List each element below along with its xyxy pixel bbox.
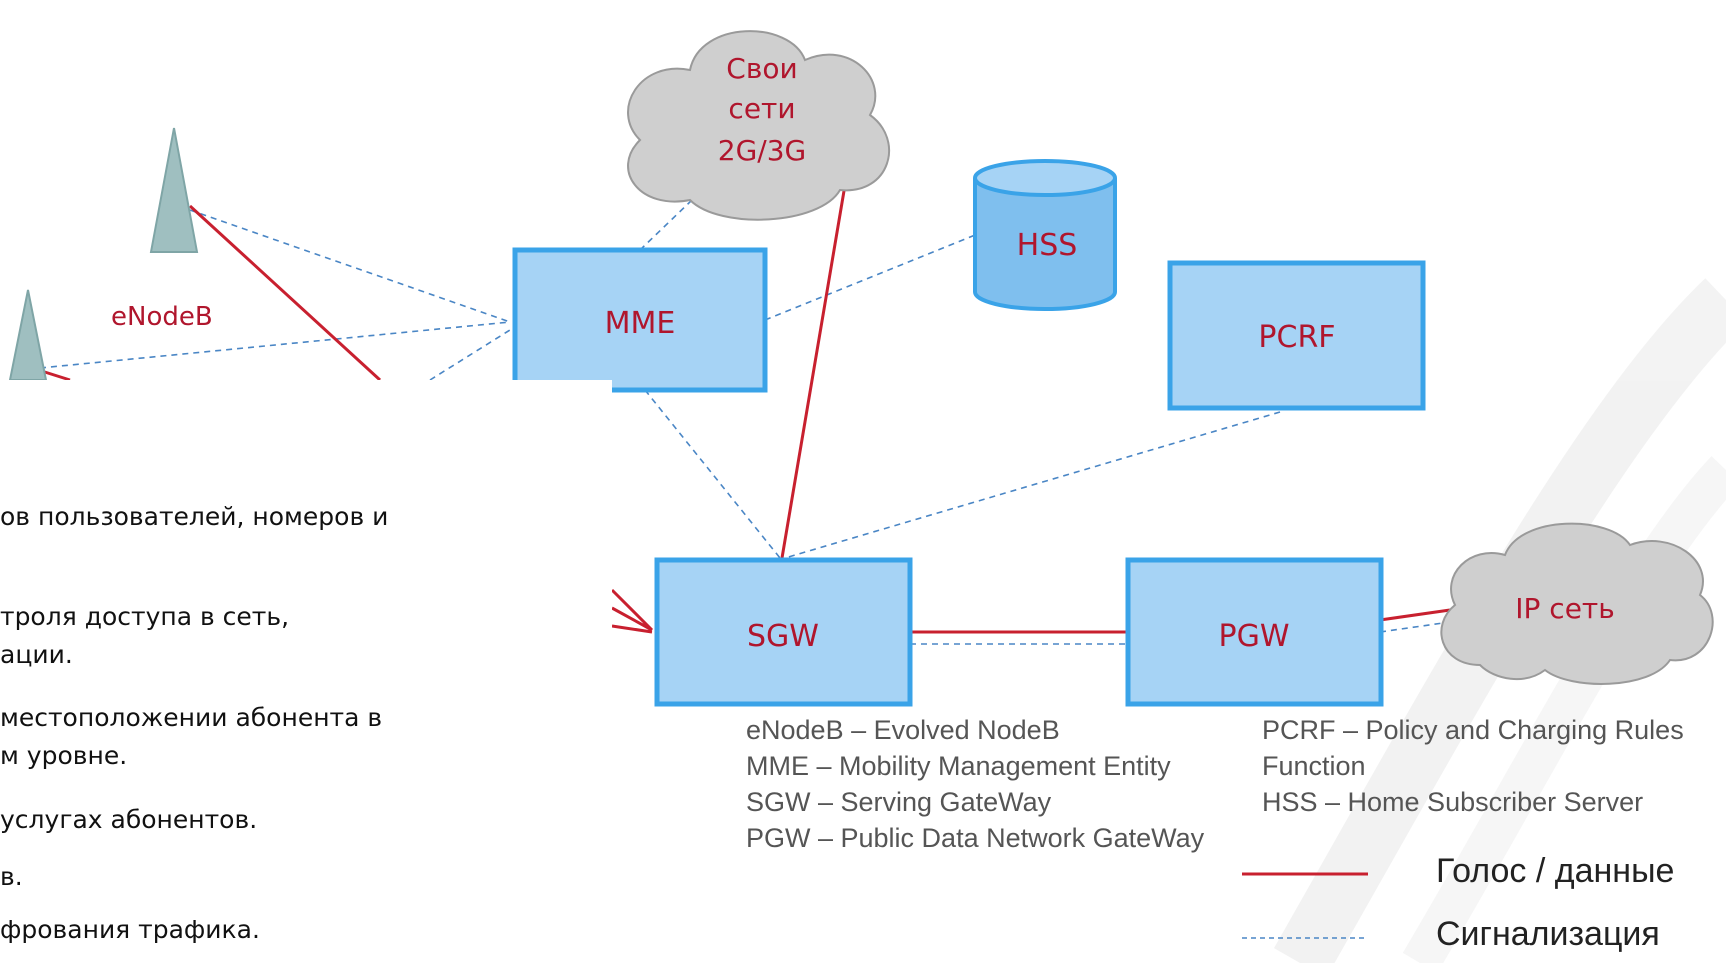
link-enb2-mme-2 bbox=[429, 329, 511, 381]
cloud-own-networks: Свои сети 2G/3G bbox=[627, 30, 891, 221]
link-pgw-ip bbox=[1379, 608, 1451, 622]
cloud-own-networks-line-1: Свои bbox=[726, 52, 797, 85]
cloud-ip-network: IP сеть bbox=[1440, 522, 1714, 685]
pcrf-label: PCRF bbox=[1258, 320, 1335, 355]
mme-node: MME bbox=[512, 247, 768, 393]
abbr-pcrf-cont: Function bbox=[1262, 751, 1366, 781]
panel-line-1: ов пользователей, номеров и bbox=[0, 502, 389, 531]
link-enb1-diagonal bbox=[188, 204, 382, 382]
link-mme-hss bbox=[764, 234, 976, 321]
link-mme-sgw bbox=[644, 389, 781, 559]
hss-database: HSS bbox=[973, 159, 1117, 311]
abbr-sgw: SGW – Serving GateWay bbox=[746, 787, 1052, 817]
enodeb-tower-1 bbox=[149, 127, 199, 253]
link-pgw-ip-signal bbox=[1379, 621, 1451, 633]
panel-line-3: ации. bbox=[0, 640, 73, 669]
link-enb1-mme bbox=[189, 209, 511, 323]
panel-line-5: м уровне. bbox=[0, 741, 128, 770]
panel-line-8: фрования трафика. bbox=[0, 915, 260, 944]
legend-signaling: Сигнализация bbox=[1436, 915, 1660, 953]
mme-label: MME bbox=[605, 306, 676, 341]
pcrf-node: PCRF bbox=[1167, 260, 1426, 411]
link-pcrf-sgw bbox=[784, 411, 1281, 559]
legend-voice-data: Голос / данные bbox=[1436, 852, 1675, 890]
voice-links bbox=[31, 184, 1451, 634]
panel-line-4: местоположении абонента в bbox=[0, 703, 383, 732]
legend-swatches bbox=[1242, 872, 1368, 939]
overlay-text-panel: ов пользователей, номеров и троля доступ… bbox=[0, 380, 612, 963]
abbr-mme: MME – Mobility Management Entity bbox=[746, 751, 1171, 781]
link-mme-cloud bbox=[639, 199, 693, 251]
cloud-ip-network-label: IP сеть bbox=[1515, 592, 1614, 625]
sgw-node: SGW bbox=[654, 557, 913, 707]
signaling-links bbox=[39, 199, 1451, 645]
abbr-enodeb: eNodeB – Evolved NodeB bbox=[746, 715, 1060, 745]
panel-line-7: в. bbox=[0, 862, 23, 891]
pgw-node: PGW bbox=[1125, 557, 1384, 707]
panel-line-2: троля доступа в сеть, bbox=[0, 602, 290, 631]
sgw-label: SGW bbox=[747, 619, 819, 654]
link-enb2-mme bbox=[39, 321, 511, 369]
enodeb-tower-2 bbox=[8, 289, 48, 381]
cloud-own-networks-line-3: 2G/3G bbox=[718, 134, 806, 167]
cloud-own-networks-line-2: сети bbox=[728, 92, 795, 125]
link-cloud-sgw bbox=[780, 184, 847, 559]
panel-line-6: услугах абонентов. bbox=[0, 805, 258, 834]
enodeb-label: eNodeB bbox=[111, 302, 213, 332]
abbr-pgw: PGW – Public Data Network GateWay bbox=[746, 823, 1205, 853]
arrow-into-sgw bbox=[610, 588, 654, 634]
pgw-label: PGW bbox=[1218, 619, 1289, 654]
hss-label: HSS bbox=[1017, 228, 1078, 263]
abbr-pcrf: PCRF – Policy and Charging Rules bbox=[1262, 715, 1684, 745]
abbr-hss: HSS – Home Subscriber Server bbox=[1262, 787, 1644, 817]
